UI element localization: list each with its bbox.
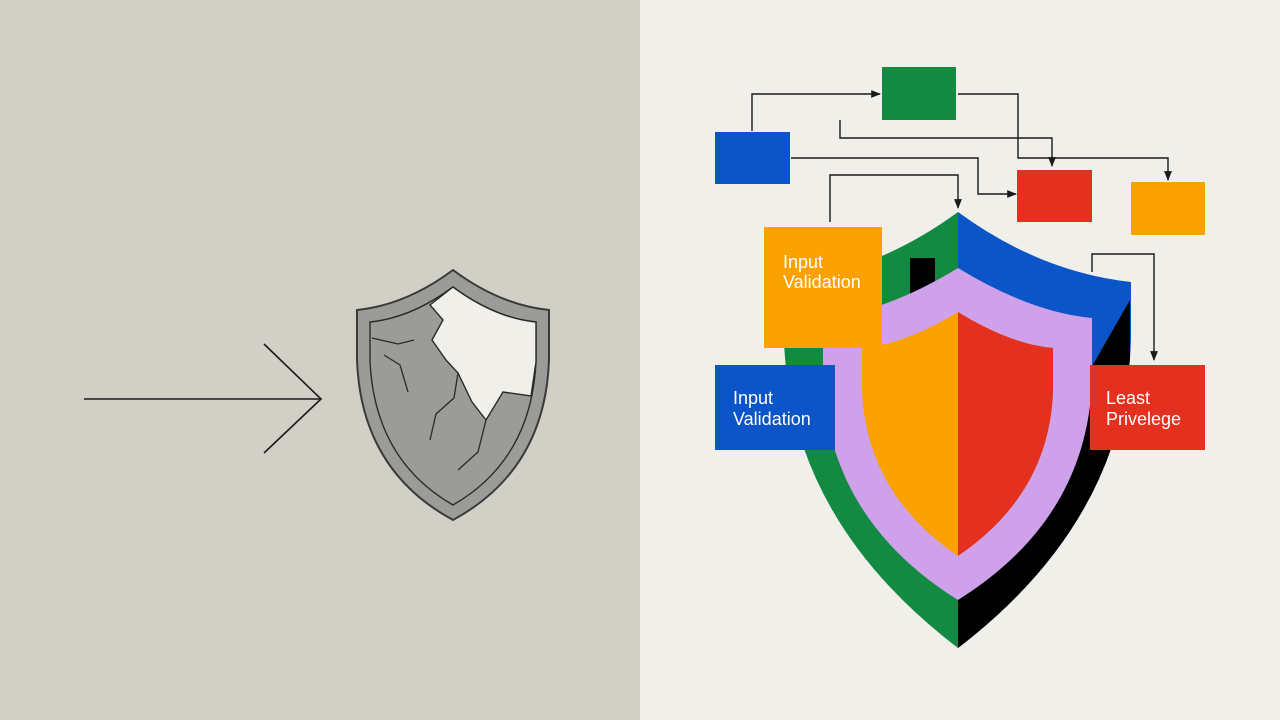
shield-red-half xyxy=(958,312,1053,556)
input-validation-blue-label: Input Validation xyxy=(733,388,811,429)
red-process-box xyxy=(1017,170,1092,222)
least-privilege-label: Least Privelege xyxy=(1106,388,1181,429)
green-process-box xyxy=(882,67,956,120)
blue-process-box xyxy=(715,132,790,184)
input-validation-blue-box xyxy=(715,365,835,450)
input-validation-orange-label: Input Validation xyxy=(783,252,861,292)
arrow-right-icon xyxy=(84,343,323,454)
connector-lines xyxy=(751,90,1172,361)
broken-shield-icon xyxy=(356,268,550,522)
input-validation-orange-box xyxy=(764,227,882,348)
shield-crack-hole xyxy=(428,286,537,422)
orange-process-box xyxy=(1131,182,1205,235)
least-privilege-red-box xyxy=(1090,365,1205,450)
